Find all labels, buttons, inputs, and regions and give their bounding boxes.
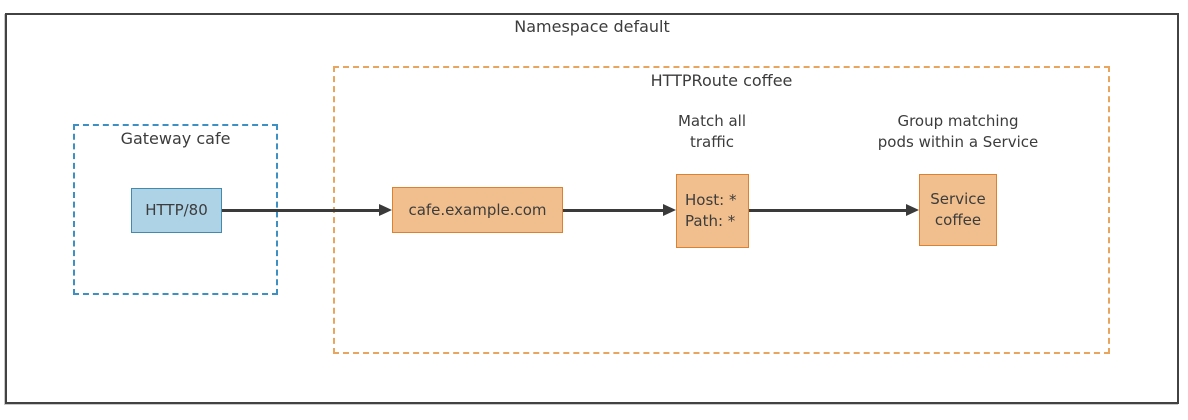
hostname-node: cafe.example.com	[392, 187, 563, 233]
service-label: Service coffee	[930, 190, 986, 229]
match-node: Host: * Path: *	[676, 174, 749, 248]
arrow-hostname-to-match	[563, 204, 676, 216]
listener-node: HTTP/80	[131, 188, 222, 233]
arrowhead-icon	[663, 204, 676, 216]
namespace-boundary: Namespace default	[5, 13, 1179, 404]
gateway-label: Gateway cafe	[120, 129, 231, 148]
arrow-match-to-service	[749, 204, 919, 216]
match-label: Host: * Path: *	[685, 191, 737, 230]
listener-label: HTTP/80	[145, 201, 208, 219]
hostname-label: cafe.example.com	[408, 200, 547, 219]
arrow-listener-to-hostname	[222, 204, 392, 216]
httproute-label: HTTPRoute coffee	[650, 71, 793, 90]
service-node: Service coffee	[919, 174, 997, 246]
namespace-label: Namespace default	[514, 17, 670, 36]
arrowhead-icon	[906, 204, 919, 216]
arrowhead-icon	[379, 204, 392, 216]
service-caption: Group matching pods within a Service	[877, 112, 1039, 151]
match-caption: Match all traffic	[677, 112, 747, 151]
